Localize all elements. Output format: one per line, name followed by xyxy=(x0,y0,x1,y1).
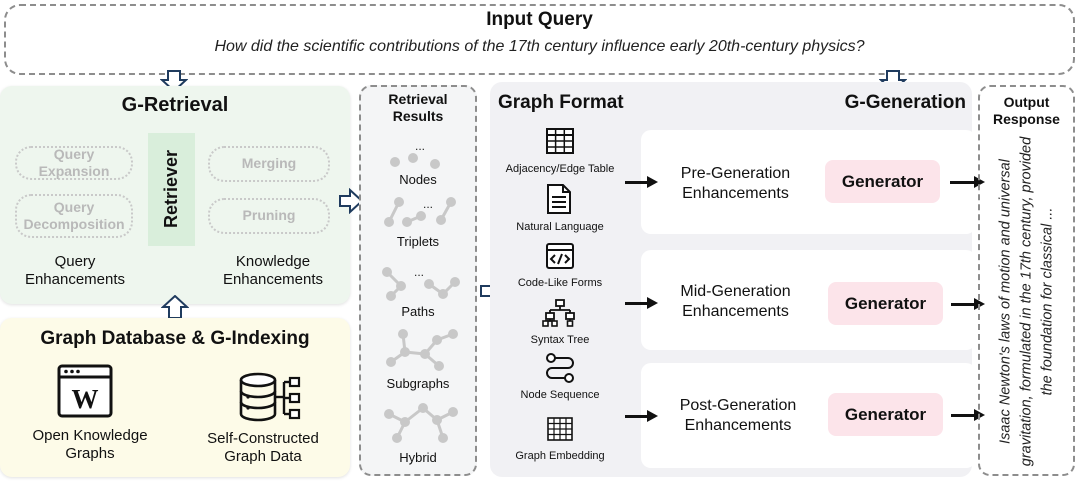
output-response-panel xyxy=(978,85,1075,476)
document-icon xyxy=(547,184,571,214)
adjacency-edge-table-label: Adjacency/Edge Table xyxy=(505,163,615,175)
generator-box-post: Generator xyxy=(828,393,943,436)
format-to-post-arrow-head xyxy=(647,410,658,422)
graph-embedding-icon xyxy=(547,417,573,441)
graph-database-title: Graph Database & G-Indexing xyxy=(40,328,310,349)
self-constructed-graph-label: Self-Constructed Graph Data xyxy=(207,430,319,465)
paths-graphic: ... xyxy=(382,265,460,301)
generator-box-mid: Generator xyxy=(828,282,943,325)
query-to-retrieval-arrow xyxy=(160,70,188,92)
triplets-graphic: ... xyxy=(384,197,456,227)
subgraphs-label: Subgraphs xyxy=(386,376,450,391)
retrieval-to-results-arrow xyxy=(339,188,363,214)
natural-language-label: Natural Language xyxy=(516,221,604,233)
svg-text:W: W xyxy=(72,384,99,414)
generator-to-output-arrow-line-3 xyxy=(951,414,976,417)
pruning-pill: Pruning xyxy=(208,198,330,234)
output-response-text-wrap: Isaac Newton's laws of motion and univer… xyxy=(980,132,1073,472)
node-sequence-label: Node Sequence xyxy=(520,389,600,401)
retriever-block: Retriever xyxy=(148,133,195,246)
output-response-title: Output Response xyxy=(993,93,1060,128)
nodes-graphic: ... xyxy=(390,139,440,169)
syntax-tree-label: Syntax Tree xyxy=(530,334,590,346)
knowledge-enhancements-label: Knowledge Enhancements xyxy=(222,253,324,288)
retrieval-results-title: Retrieval Results xyxy=(388,90,448,125)
input-query-title: Input Query xyxy=(486,9,593,30)
graph-format-title: Graph Format xyxy=(498,92,624,113)
format-to-mid-arrow-line xyxy=(625,302,649,305)
generator-box-pre: Generator xyxy=(825,160,940,203)
code-like-forms-label: Code-Like Forms xyxy=(517,277,603,289)
pre-generation-label: Pre-Generation Enhancements xyxy=(680,165,791,202)
input-query-box xyxy=(4,4,1075,75)
generator-to-output-arrow-line-2 xyxy=(951,303,976,306)
g-retrieval-title: G-Retrieval xyxy=(121,93,229,116)
hybrid-graphic xyxy=(384,403,458,443)
generator-to-output-arrow-line-1 xyxy=(950,181,976,184)
format-to-pre-arrow-head xyxy=(647,176,658,188)
wikipedia-window-icon: W xyxy=(57,364,113,418)
g-generation-title: G-Generation xyxy=(844,92,966,113)
merging-pill: Merging xyxy=(208,146,330,182)
format-to-post-arrow-line xyxy=(625,415,649,418)
subgraphs-graphic xyxy=(386,329,458,371)
query-expansion-pill: Query Expansion xyxy=(15,146,133,180)
format-to-pre-arrow-line xyxy=(625,181,649,184)
triplets-label: Triplets xyxy=(396,234,440,249)
paths-label: Paths xyxy=(401,304,435,319)
retriever-label: Retriever xyxy=(161,150,181,229)
output-response-text: Isaac Newton's laws of motion and univer… xyxy=(996,137,1056,467)
table-icon xyxy=(546,128,574,154)
input-query-text: How did the scientific contributions of … xyxy=(214,38,865,55)
svg-text:...: ... xyxy=(414,265,424,279)
nodes-label: Nodes xyxy=(399,172,437,187)
post-generation-label: Post-Generation Enhancements xyxy=(679,397,797,434)
svg-text:...: ... xyxy=(415,139,425,153)
hybrid-label: Hybrid xyxy=(399,450,437,465)
query-decomposition-pill: Query Decomposition xyxy=(15,194,133,238)
mid-generation-label: Mid-Generation Enhancements xyxy=(680,283,791,320)
open-knowledge-graphs-label: Open Knowledge Graphs xyxy=(32,427,148,462)
database-to-retrieval-arrow xyxy=(161,295,189,319)
svg-text:...: ... xyxy=(423,197,433,211)
graph-embedding-label: Graph Embedding xyxy=(515,450,605,462)
node-sequence-icon xyxy=(546,353,574,383)
query-enhancements-label: Query Enhancements xyxy=(24,253,126,288)
format-to-mid-arrow-head xyxy=(647,297,658,309)
syntax-tree-icon xyxy=(542,299,575,327)
code-icon xyxy=(546,243,574,269)
database-icon xyxy=(239,372,301,422)
